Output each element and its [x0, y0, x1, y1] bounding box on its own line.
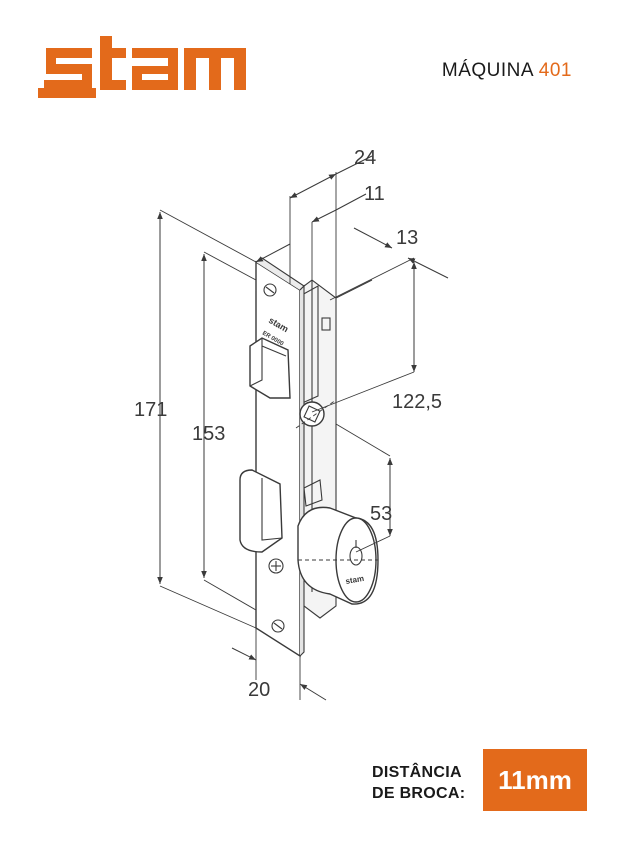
dimension-171: 171 — [134, 399, 167, 421]
dimension-13: 13 — [396, 227, 418, 249]
dimension-53: 53 — [370, 503, 392, 525]
front-plate — [255, 257, 305, 658]
dimension-11: 11 — [364, 183, 385, 205]
stam-logo — [38, 36, 246, 98]
dimension-20: 20 — [248, 679, 270, 701]
model-number: 401 — [538, 60, 572, 81]
drill-distance-line-2: DE BROCA: — [372, 785, 466, 802]
drill-distance-value: 11mm — [483, 749, 587, 811]
page-title: MÁQUINA 401 — [442, 60, 572, 82]
deadbolt — [239, 469, 283, 553]
middle-screw — [268, 558, 284, 574]
dimension-24: 24 — [354, 147, 376, 169]
top-screw — [263, 283, 277, 297]
spindle-hole — [299, 401, 325, 427]
latch — [249, 337, 291, 399]
drill-distance-label: DISTÂNCIA DE BROCA: — [372, 762, 465, 804]
dimension-122-5: 122,5 — [392, 391, 442, 413]
bottom-screw — [271, 619, 285, 633]
cylinder-brand-mark: stam — [345, 574, 365, 586]
title-label: MÁQUINA — [441, 60, 534, 81]
dimension-153: 153 — [192, 423, 225, 445]
drill-distance-line-1: DISTÂNCIA — [372, 764, 462, 781]
